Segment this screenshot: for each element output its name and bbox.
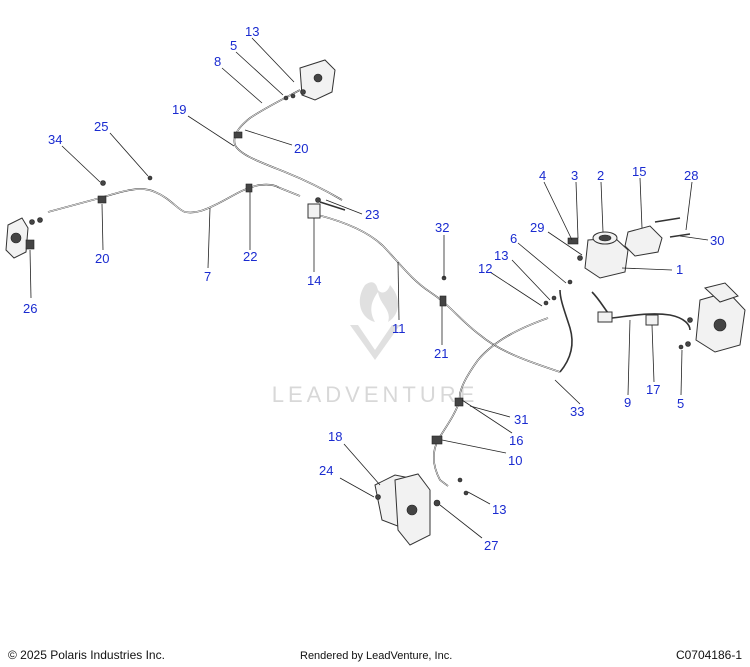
watermark: LEADVENTURE bbox=[272, 282, 479, 407]
callout-31[interactable]: 31 bbox=[514, 412, 528, 427]
callout-16[interactable]: 16 bbox=[509, 433, 523, 448]
callout-12[interactable]: 12 bbox=[478, 261, 492, 276]
callout-28[interactable]: 28 bbox=[684, 168, 698, 183]
callout-18[interactable]: 18 bbox=[328, 429, 342, 444]
callout-4[interactable]: 4 bbox=[539, 168, 546, 183]
diagram-code: C0704186-1 bbox=[675, 648, 742, 662]
callout-26[interactable]: 26 bbox=[23, 301, 37, 316]
caliper-bottom bbox=[374, 473, 469, 546]
watermark-text: LEADVENTURE bbox=[272, 382, 479, 407]
callout-15[interactable]: 15 bbox=[632, 164, 646, 179]
callout-9[interactable]: 9 bbox=[624, 395, 631, 410]
callout-13[interactable]: 13 bbox=[492, 502, 506, 517]
callout-17[interactable]: 17 bbox=[646, 382, 660, 397]
callout-7[interactable]: 7 bbox=[204, 269, 211, 284]
bolt-28 bbox=[654, 217, 681, 223]
callout-14[interactable]: 14 bbox=[307, 273, 321, 288]
callout-27[interactable]: 27 bbox=[484, 538, 498, 553]
callouts: 13 5 8 19 20 34 25 20 26 7 22 23 14 32 1… bbox=[23, 24, 724, 553]
clip-20-top bbox=[233, 131, 243, 139]
callout-2[interactable]: 2 bbox=[597, 168, 604, 183]
callout-33[interactable]: 33 bbox=[570, 404, 584, 419]
callout-29[interactable]: 29 bbox=[530, 220, 544, 235]
callout-13[interactable]: 13 bbox=[494, 248, 508, 263]
rendered-by-text: Rendered by LeadVenture, Inc. bbox=[300, 650, 453, 662]
callout-6[interactable]: 6 bbox=[510, 231, 517, 246]
leader-lines bbox=[29, 37, 709, 539]
callout-19[interactable]: 19 bbox=[172, 102, 186, 117]
clip-22 bbox=[245, 183, 253, 193]
callout-1[interactable]: 1 bbox=[676, 262, 683, 277]
callout-23[interactable]: 23 bbox=[365, 207, 379, 222]
caliper-right bbox=[678, 282, 746, 353]
callout-3[interactable]: 3 bbox=[571, 168, 578, 183]
callout-5[interactable]: 5 bbox=[230, 38, 237, 53]
callout-13[interactable]: 13 bbox=[245, 24, 259, 39]
clip-17 bbox=[645, 314, 659, 326]
clip-31 bbox=[431, 435, 443, 445]
parts bbox=[5, 59, 746, 546]
clip-20-left bbox=[97, 195, 107, 204]
callout-20[interactable]: 20 bbox=[95, 251, 109, 266]
fitting-23 bbox=[319, 201, 346, 211]
junction-block-14 bbox=[307, 203, 321, 219]
callout-5[interactable]: 5 bbox=[677, 396, 684, 411]
callout-34[interactable]: 34 bbox=[48, 132, 62, 147]
callout-11[interactable]: 11 bbox=[392, 321, 406, 336]
callout-25[interactable]: 25 bbox=[94, 119, 108, 134]
callout-10[interactable]: 10 bbox=[508, 453, 522, 468]
callout-8[interactable]: 8 bbox=[214, 54, 221, 69]
master-cylinder bbox=[543, 231, 629, 306]
callout-22[interactable]: 22 bbox=[243, 249, 257, 264]
caliper-front-top bbox=[283, 59, 336, 101]
clip-9 bbox=[597, 311, 613, 323]
bolt-34 bbox=[100, 180, 106, 186]
callout-32[interactable]: 32 bbox=[435, 220, 449, 235]
copyright-text: © 2025 Polaris Industries Inc. bbox=[8, 648, 165, 662]
callout-20[interactable]: 20 bbox=[294, 141, 308, 156]
callout-24[interactable]: 24 bbox=[319, 463, 333, 478]
bolt-25 bbox=[147, 175, 153, 181]
bolt-30 bbox=[669, 233, 691, 238]
callout-30[interactable]: 30 bbox=[710, 233, 724, 248]
caliper-left-rear bbox=[5, 217, 43, 259]
clip-21 bbox=[439, 295, 447, 307]
callout-21[interactable]: 21 bbox=[434, 346, 448, 361]
bracket-15 bbox=[624, 225, 663, 257]
clip-16 bbox=[454, 397, 464, 407]
